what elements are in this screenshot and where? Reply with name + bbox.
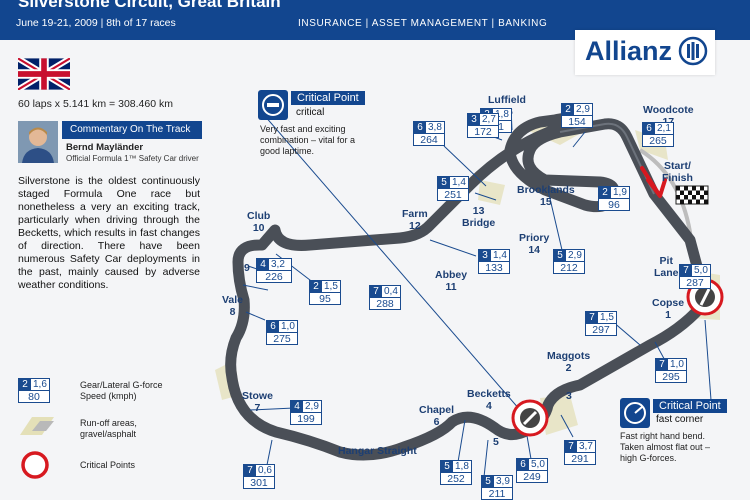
critical-point-title: Critical Point	[291, 91, 365, 105]
speedometer-icon	[620, 398, 650, 428]
corner-label: 5	[493, 436, 499, 448]
legend-runoff-label: Run-off areas,	[80, 418, 137, 428]
allianz-logo: Allianz	[575, 30, 715, 75]
critical-point-subtitle: fast corner	[656, 414, 704, 425]
services-tagline: INSURANCE | ASSET MANAGEMENT | BANKING	[298, 18, 548, 29]
critical-point-title: Critical Point	[653, 399, 727, 413]
runoff-swatch-icon	[20, 417, 54, 435]
header-bar: Silverstone Circuit, Great Britain June …	[0, 0, 750, 40]
allianz-emblem-icon	[678, 36, 708, 66]
corner-label: 3	[566, 390, 572, 402]
corner-label: Hangar Straight	[338, 445, 417, 457]
commentary-heading: Commentary On The Track	[70, 124, 191, 135]
commentator-role: Official Formula 1™ Safety Car driver	[66, 154, 199, 163]
legend-speed-label: Speed (kmph)	[80, 391, 137, 401]
event-date: June 19-21, 2009 | 8th of 17 races	[16, 17, 176, 29]
critical-point-desc: Fast right hand bend.Taken almost flat o…	[620, 431, 711, 463]
pit-lane	[638, 148, 697, 286]
legend-gear-label: Gear/Lateral G-force	[80, 380, 163, 390]
direction-arrow-icon	[640, 166, 667, 198]
corner-label: 9	[244, 262, 250, 274]
legend-runoff-label-2: gravel/asphalt	[80, 429, 137, 439]
corner-label: Start/Finish	[662, 160, 693, 184]
critical-point-marker-icon	[21, 451, 49, 479]
track-description: Silverstone is the oldest continuously s…	[18, 175, 200, 291]
circuit-title: Silverstone Circuit, Great Britain	[18, 0, 281, 11]
driver-photo	[18, 121, 58, 163]
critical-point-subtitle: critical	[296, 107, 325, 118]
commentary-heading-bar: Commentary On The Track	[62, 121, 202, 139]
chequered-flag-icon	[675, 185, 709, 205]
speedometer-icon	[258, 90, 288, 120]
uk-flag-icon	[18, 58, 70, 90]
race-distance: 60 laps x 5.141 km = 308.460 km	[18, 98, 173, 110]
brand-name: Allianz	[585, 36, 673, 66]
legend-critical-label: Critical Points	[80, 460, 136, 470]
critical-marker-becketts	[511, 399, 549, 437]
commentator-name: Bernd Mayländer	[66, 142, 144, 153]
